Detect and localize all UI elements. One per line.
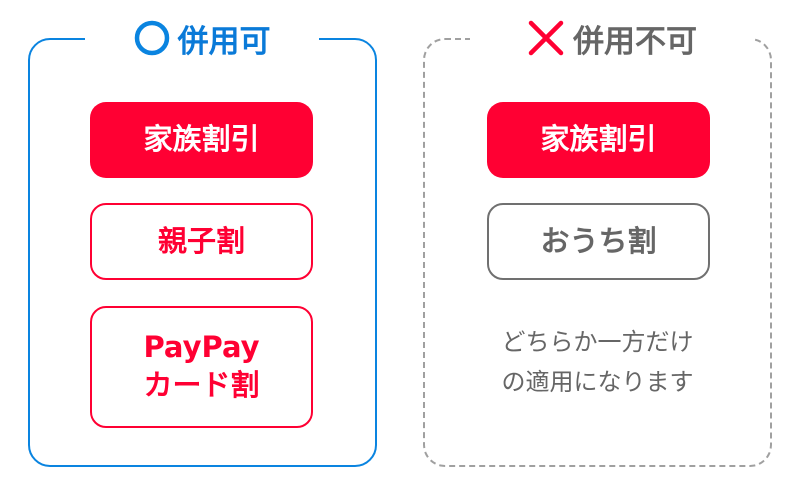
family-discount-badge: 家族割引 — [90, 102, 313, 178]
incompatible-heading: 併用不可 — [470, 10, 754, 66]
home-discount-badge: おうち割 — [487, 203, 710, 280]
circle-icon — [134, 20, 169, 56]
badge-label: 家族割引 — [143, 122, 260, 157]
badge-label: PayPay カード割 — [143, 330, 260, 402]
paypay-card-discount-badge: PayPay カード割 — [90, 306, 313, 428]
compatible-heading: 併用可 — [85, 10, 319, 66]
parent-child-discount-badge: 親子割 — [90, 203, 313, 280]
note-line: の適用になります — [501, 368, 694, 396]
badge-label: 親子割 — [157, 223, 245, 258]
badge-label: 家族割引 — [540, 122, 657, 157]
incompatible-title: 併用不可 — [573, 23, 697, 60]
note-line: どちらか一方だけ — [501, 328, 694, 356]
compatible-title: 併用可 — [177, 23, 271, 60]
badge-label: おうち割 — [540, 223, 657, 258]
family-discount-badge: 家族割引 — [487, 102, 710, 178]
note-text: どちらか一方だけ の適用になります — [423, 322, 772, 402]
cross-icon — [528, 20, 564, 56]
